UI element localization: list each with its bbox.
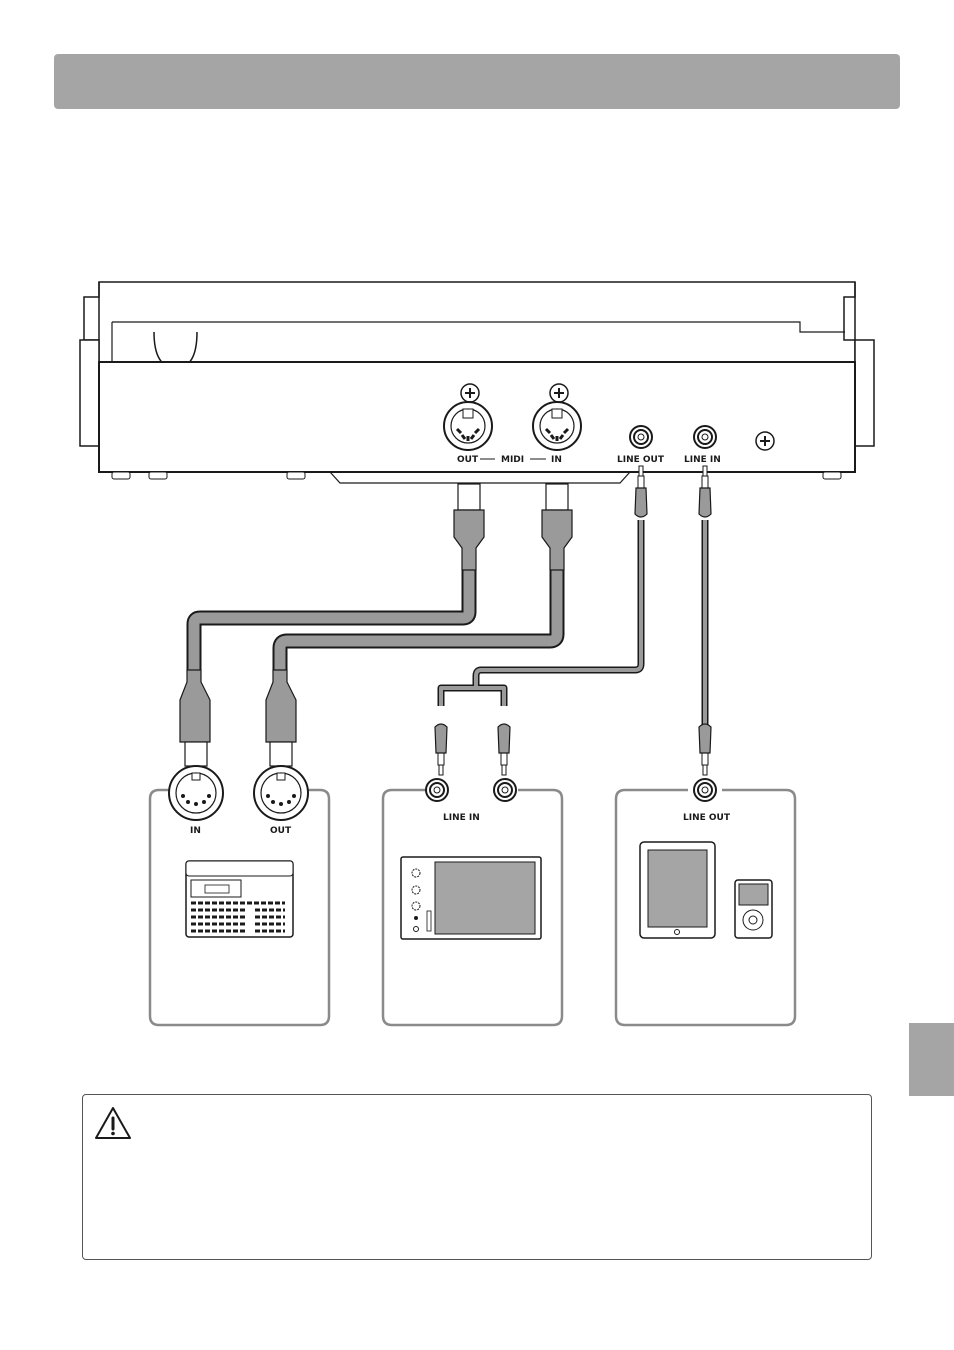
playback-device-box: LINE OUT — [614, 778, 797, 1027]
connection-diagram: OUT MIDI IN LINE OUT LINE IN — [79, 281, 875, 1027]
tablet-icon — [639, 841, 716, 939]
line-in-cable — [698, 465, 712, 776]
music-player-icon — [734, 879, 773, 939]
midi-label: MIDI — [501, 455, 524, 465]
chapter-tab — [909, 1023, 954, 1096]
device-line-in-label: LINE IN — [443, 813, 480, 823]
section-header-bar — [54, 54, 900, 109]
midi-device-box: IN OUT — [148, 765, 331, 1027]
drum-machine-icon — [185, 860, 294, 938]
midi-out-label: OUT — [457, 455, 479, 465]
midi-cables — [179, 483, 573, 767]
caution-box — [82, 1094, 872, 1260]
midi-in-label: IN — [551, 455, 562, 465]
mixer-icon — [400, 856, 542, 940]
warning-triangle-icon — [95, 1107, 131, 1139]
line-out-label: LINE OUT — [617, 455, 665, 465]
instrument-rear-panel: OUT MIDI IN LINE OUT LINE IN — [79, 281, 875, 484]
line-in-label: LINE IN — [684, 455, 721, 465]
audio-device-box: LINE IN — [381, 778, 564, 1027]
device-midi-in-label: IN — [190, 826, 201, 836]
line-out-cable — [434, 465, 648, 776]
device-midi-out-label: OUT — [270, 826, 292, 836]
device-line-out-label: LINE OUT — [683, 813, 731, 823]
